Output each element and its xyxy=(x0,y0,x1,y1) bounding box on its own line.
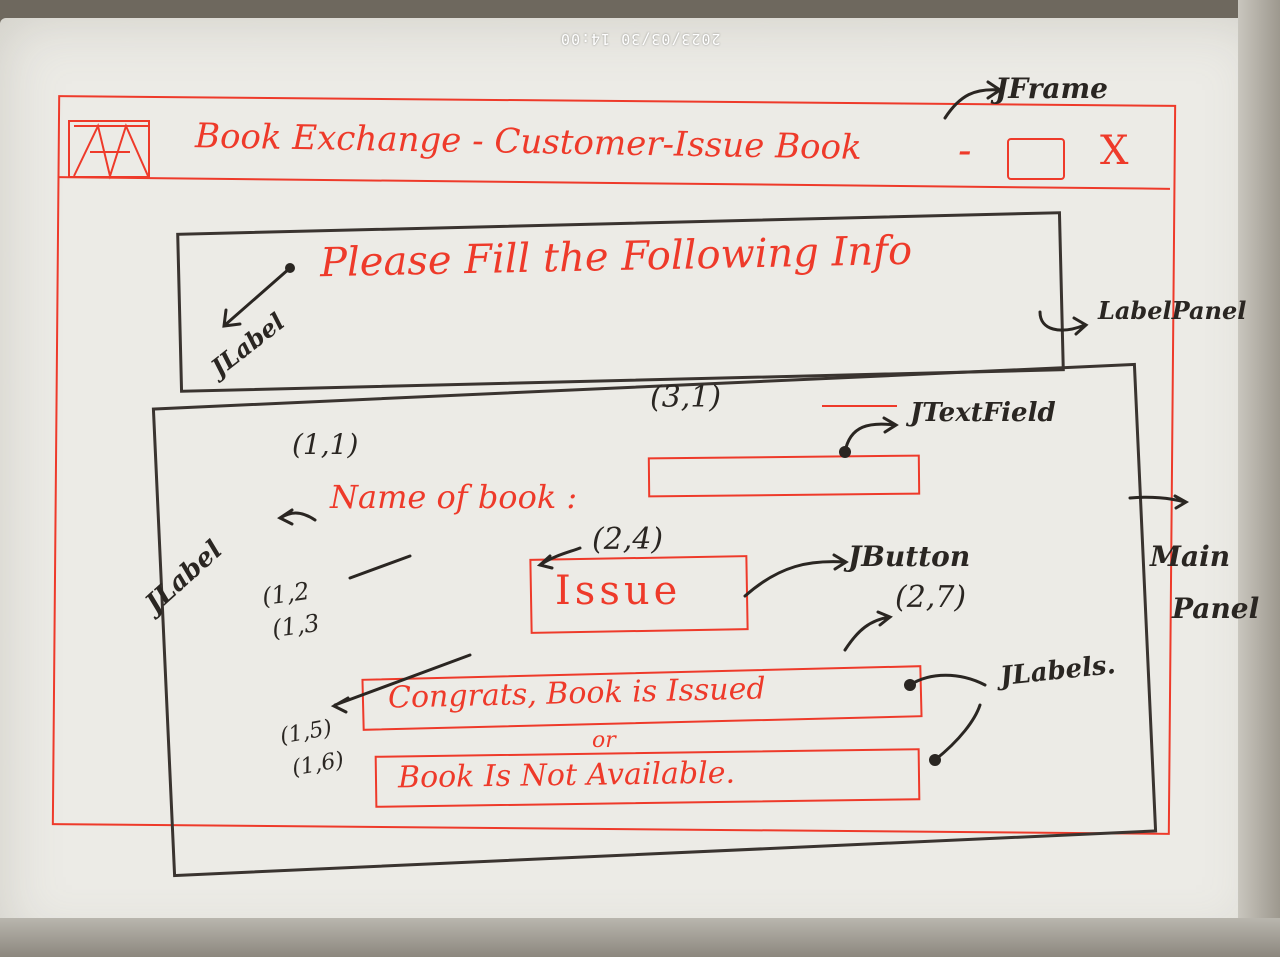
or-text: or xyxy=(592,728,616,753)
annotation-label-panel: LabelPanel xyxy=(1098,296,1247,325)
annotation-main-panel-2: Panel xyxy=(1172,592,1260,625)
window-logo-icon xyxy=(68,120,150,180)
annotation-jframe: JFrame xyxy=(995,72,1108,105)
issue-button-label: Issue xyxy=(555,568,682,614)
name-of-book-label: Name of book : xyxy=(330,478,578,516)
annotation-main-panel-1: Main xyxy=(1150,540,1231,573)
maximize-button[interactable] xyxy=(1007,138,1065,180)
annotation-jbutton: JButton xyxy=(848,540,971,573)
coord-3-1: (3,1) xyxy=(650,380,722,415)
whiteboard xyxy=(0,18,1268,948)
annotation-jtextfield: JTextField xyxy=(910,398,1056,428)
minimize-button[interactable]: - xyxy=(958,128,972,174)
close-button[interactable]: X xyxy=(1100,128,1129,174)
coord-1-1: (1,1) xyxy=(292,428,359,461)
textfield-top-mark xyxy=(822,405,897,407)
coord-2-7: (2,7) xyxy=(895,580,967,615)
coord-2-4: (2,4) xyxy=(592,522,664,557)
board-frame-right xyxy=(1238,0,1280,957)
board-frame-bottom xyxy=(0,918,1280,957)
